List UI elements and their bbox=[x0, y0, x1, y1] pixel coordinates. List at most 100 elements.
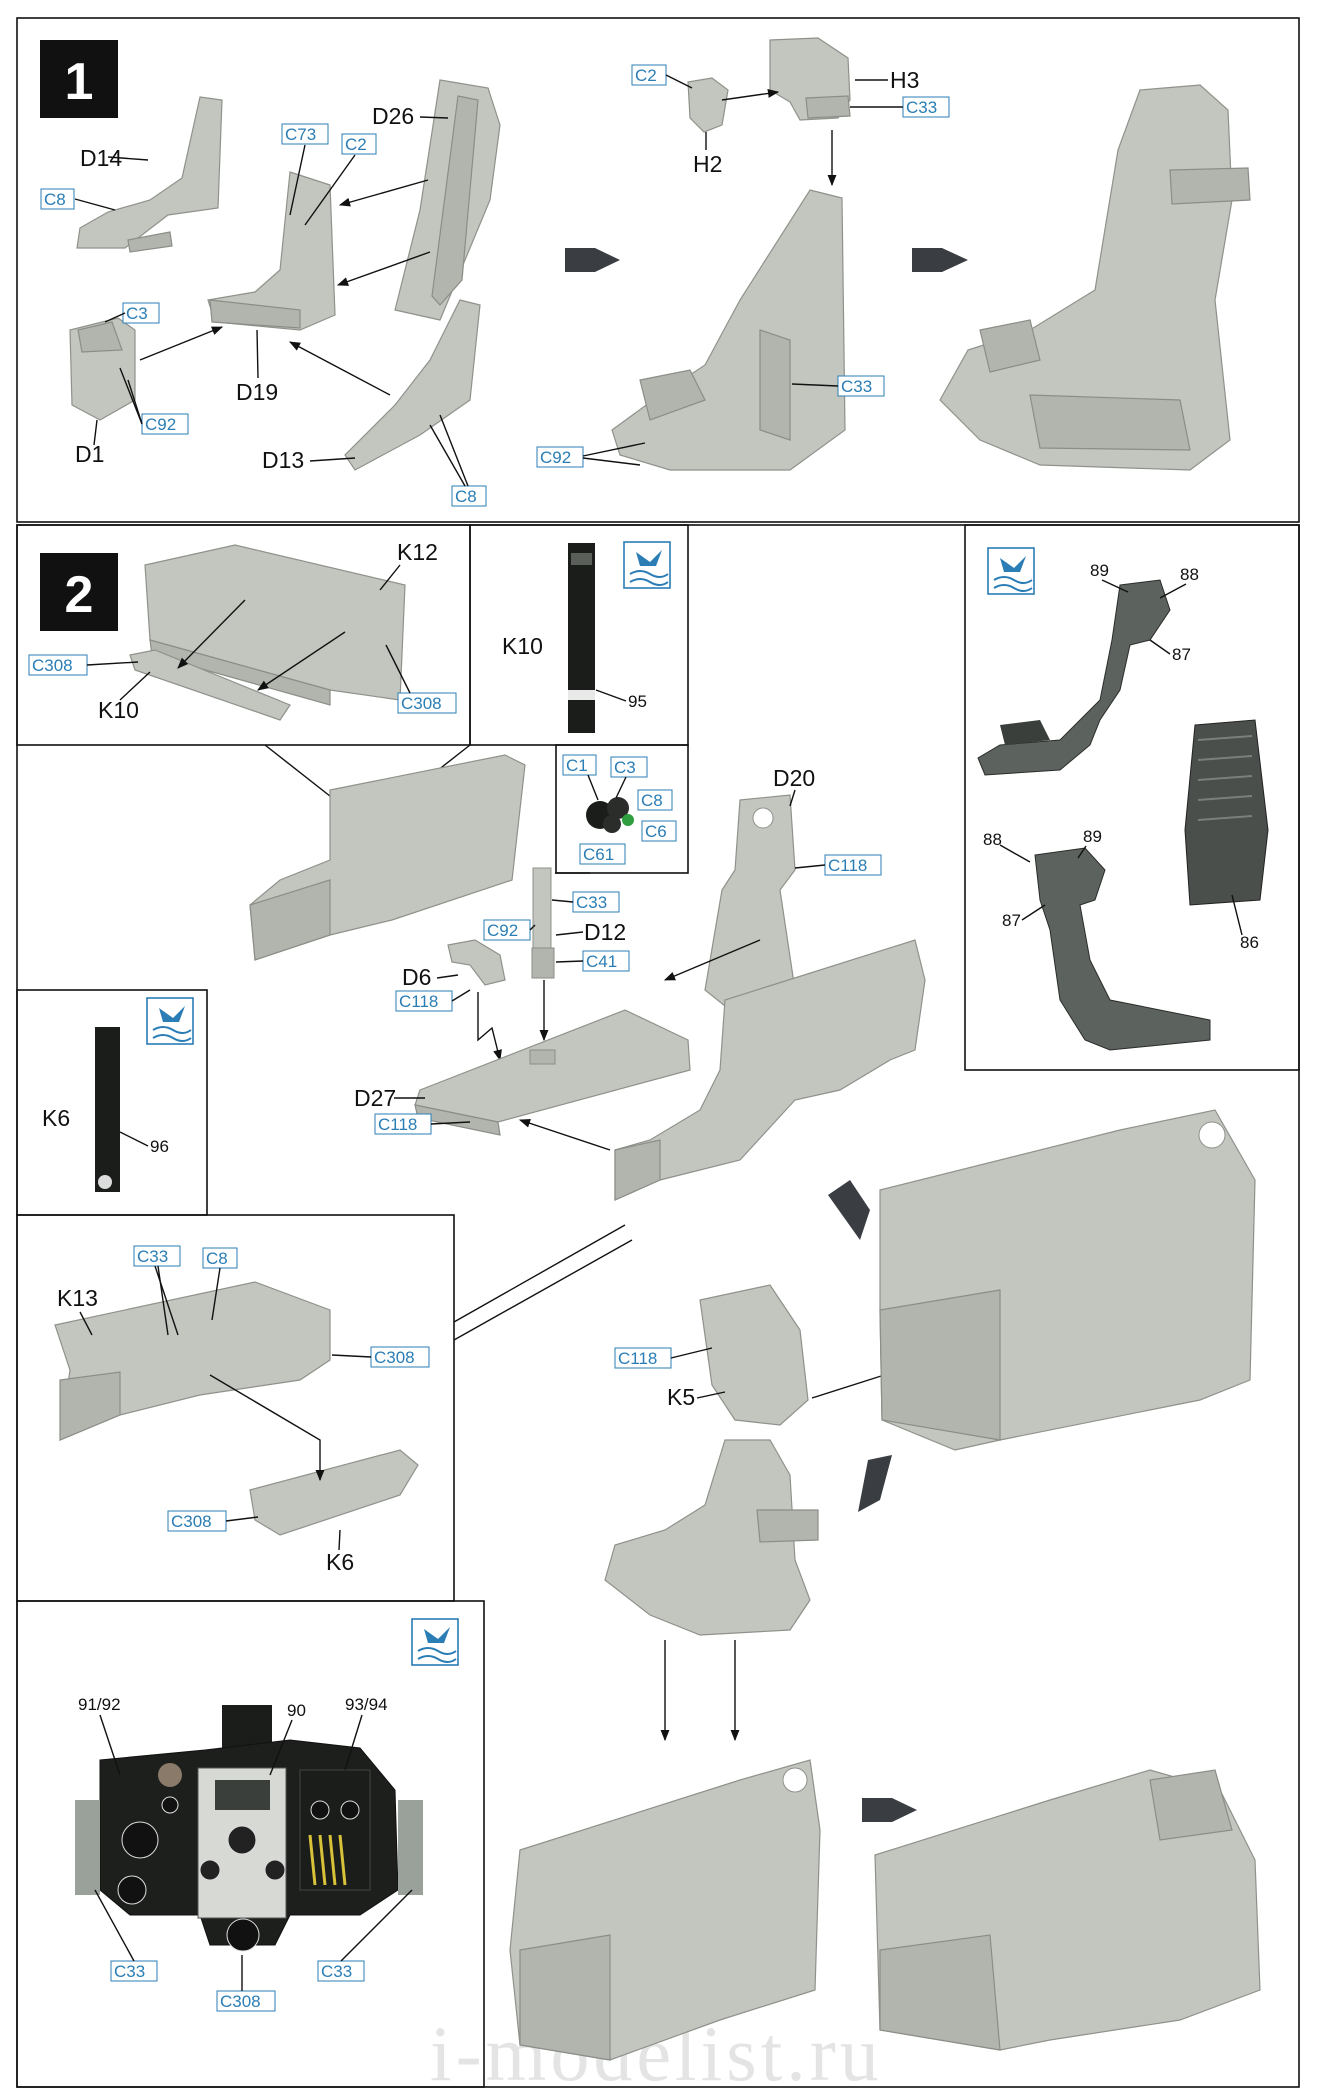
label-87a: 87 bbox=[1172, 645, 1191, 664]
direction-arrow-2c bbox=[862, 1798, 917, 1822]
svg-text:C308: C308 bbox=[171, 1512, 212, 1531]
direction-arrow-1b bbox=[912, 248, 968, 272]
code-c308-b: C308 bbox=[397, 692, 457, 714]
decal-seat-side-a bbox=[977, 579, 1171, 776]
svg-text:C118: C118 bbox=[378, 1115, 417, 1134]
svg-text:C2: C2 bbox=[345, 135, 367, 154]
code-c61-k: C61 bbox=[579, 843, 626, 865]
svg-text:C92: C92 bbox=[487, 921, 518, 940]
seat-assembly-final bbox=[939, 84, 1251, 471]
part-k5 bbox=[699, 1284, 809, 1426]
code-c33-s2: C33 bbox=[572, 891, 620, 913]
cockpit-final bbox=[874, 1769, 1261, 2051]
svg-text:C33: C33 bbox=[321, 1962, 352, 1981]
step2-badge: 2 bbox=[40, 553, 118, 631]
svg-text:2: 2 bbox=[65, 566, 94, 624]
svg-text:C308: C308 bbox=[220, 1992, 261, 2011]
label-d6: D6 bbox=[402, 964, 431, 990]
label-d27: D27 bbox=[354, 1085, 396, 1111]
label-d1: D1 bbox=[75, 441, 104, 467]
code-c8-k: C8 bbox=[637, 789, 673, 811]
label-k13: K13 bbox=[57, 1285, 98, 1311]
svg-text:C308: C308 bbox=[32, 656, 73, 675]
part-k12-assembled bbox=[249, 754, 526, 961]
part-h2 bbox=[687, 77, 729, 133]
part-d1 bbox=[69, 317, 136, 421]
direction-arrow-2b bbox=[858, 1455, 892, 1512]
decal-k10 bbox=[568, 543, 595, 733]
inset-seat-decals bbox=[964, 524, 1300, 1071]
code-c308-d: C308 bbox=[167, 1510, 227, 1532]
decal-k6 bbox=[95, 1027, 120, 1192]
svg-text:C118: C118 bbox=[828, 856, 867, 875]
knob-cluster bbox=[586, 797, 634, 833]
label-k5: K5 bbox=[667, 1384, 695, 1410]
svg-text:C33: C33 bbox=[576, 893, 607, 912]
code-c118-d: C118 bbox=[614, 1347, 672, 1369]
code-c8-k13: C8 bbox=[202, 1247, 238, 1269]
svg-text:C33: C33 bbox=[841, 377, 872, 396]
svg-text:C73: C73 bbox=[285, 125, 316, 144]
direction-arrow-2a bbox=[828, 1180, 870, 1240]
label-89b: 89 bbox=[1083, 827, 1102, 846]
part-d6 bbox=[447, 939, 506, 986]
label-d19: D19 bbox=[236, 379, 278, 405]
svg-text:C33: C33 bbox=[137, 1247, 168, 1266]
decal-sheet-icon bbox=[623, 541, 671, 589]
label-h2: H2 bbox=[693, 151, 722, 177]
label-d12: D12 bbox=[584, 919, 626, 945]
code-c308-ip: C308 bbox=[216, 1990, 276, 2012]
part-d14 bbox=[76, 96, 223, 253]
label-d26: D26 bbox=[372, 103, 414, 129]
cockpit-tub-2 bbox=[509, 1759, 821, 2061]
svg-text:C61: C61 bbox=[583, 845, 614, 864]
part-side-wall bbox=[614, 939, 926, 1201]
code-c92-s2: C92 bbox=[483, 919, 531, 941]
label-d14: D14 bbox=[80, 145, 122, 171]
label-k6b: K6 bbox=[326, 1549, 354, 1575]
label-88b: 88 bbox=[983, 830, 1002, 849]
code-c33-b: C33 bbox=[837, 375, 885, 397]
label-91-92: 91/92 bbox=[78, 1695, 121, 1714]
decal-seat-back bbox=[1184, 719, 1269, 906]
part-h3 bbox=[769, 37, 851, 121]
code-c92: C92 bbox=[141, 413, 189, 435]
part-d13 bbox=[344, 299, 481, 471]
code-c308-c: C308 bbox=[370, 1346, 430, 1368]
seat-assembly-mid bbox=[611, 189, 846, 471]
label-k10a: K10 bbox=[98, 697, 139, 723]
inset-instrument-panel bbox=[16, 1600, 485, 2088]
code-c3-k: C3 bbox=[610, 756, 648, 778]
part-d12 bbox=[531, 867, 555, 979]
direction-arrow-1a bbox=[565, 248, 620, 272]
step1-frame bbox=[16, 17, 1300, 523]
part-d27 bbox=[414, 1009, 691, 1136]
code-c41: C41 bbox=[582, 950, 630, 972]
decal-sheet-icon-2 bbox=[987, 547, 1035, 595]
code-c118-b: C118 bbox=[395, 990, 453, 1012]
code-c92-b: C92 bbox=[536, 446, 584, 468]
label-88a: 88 bbox=[1180, 565, 1199, 584]
code-c1: C1 bbox=[562, 754, 597, 776]
svg-text:C92: C92 bbox=[540, 448, 571, 467]
code-c8: C8 bbox=[40, 188, 75, 210]
decal-sheet-icon-3 bbox=[146, 997, 194, 1045]
svg-text:C33: C33 bbox=[114, 1962, 145, 1981]
instrument-panel bbox=[75, 1705, 423, 1952]
label-k10b: K10 bbox=[502, 633, 543, 659]
label-96: 96 bbox=[150, 1137, 169, 1156]
svg-text:C8: C8 bbox=[455, 487, 477, 506]
code-c118-a: C118 bbox=[824, 854, 882, 876]
svg-text:C8: C8 bbox=[641, 791, 663, 810]
svg-text:C8: C8 bbox=[206, 1249, 228, 1268]
decal-seat-side-b bbox=[1034, 847, 1211, 1051]
code-c33: C33 bbox=[902, 96, 950, 118]
svg-text:C8: C8 bbox=[44, 190, 66, 209]
svg-text:C118: C118 bbox=[399, 992, 438, 1011]
label-90: 90 bbox=[287, 1701, 306, 1720]
label-d13: D13 bbox=[262, 447, 304, 473]
part-k13 bbox=[54, 1281, 331, 1441]
svg-text:C2: C2 bbox=[635, 66, 657, 85]
code-c118-c: C118 bbox=[374, 1113, 432, 1135]
